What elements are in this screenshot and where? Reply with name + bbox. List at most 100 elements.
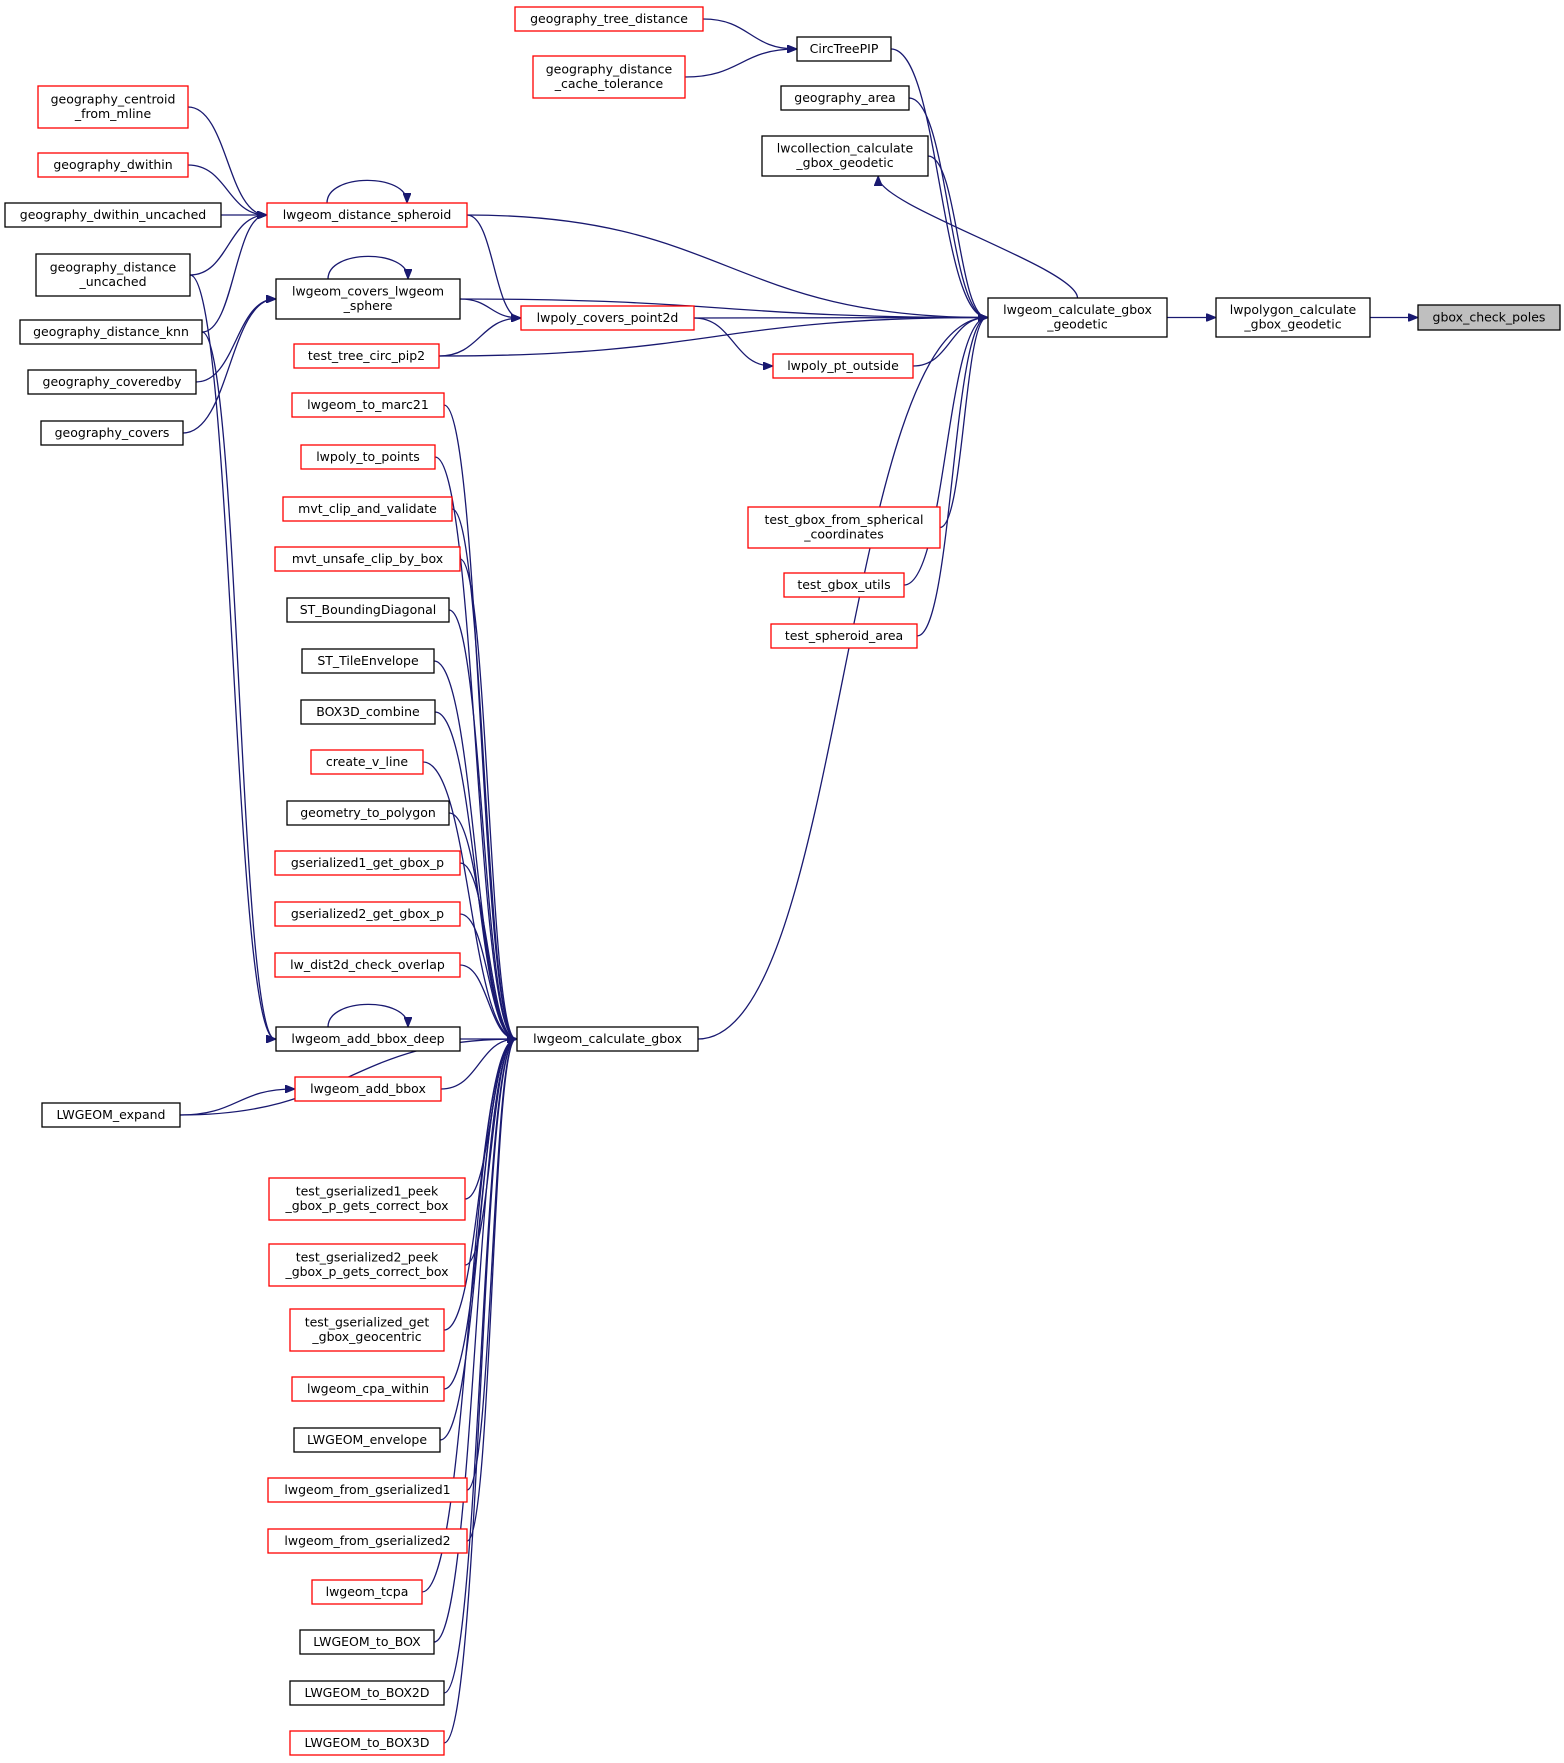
node-label: gserialized1_get_gbox_p [291,855,444,870]
node-geometry_to_polygon[interactable]: geometry_to_polygon [286,800,450,826]
node-BOX3D_combine[interactable]: BOX3D_combine [300,699,436,725]
node-box [772,353,914,379]
node-lwpoly_covers_point2d[interactable]: lwpoly_covers_point2d [520,305,695,331]
node-geography_distance_uncached[interactable]: geography_distance_uncached [35,253,191,297]
node-box [37,152,189,178]
node-lwgeom_cpa_within[interactable]: lwgeom_cpa_within [291,1376,445,1402]
node-geography_dwithin[interactable]: geography_dwithin [37,152,189,178]
edge-lwgeom_distance_spheroid-to-lwgeom_distance_spheroid [326,179,407,204]
node-geography_coveredby[interactable]: geography_coveredby [27,369,197,395]
node-box [41,1102,181,1128]
node-geography_tree_distance[interactable]: geography_tree_distance [514,6,704,32]
edge-geography_coveredby-to-lwgeom_covers_lwgeom_sphere [195,299,275,383]
node-LWGEOM_to_BOX[interactable]: LWGEOM_to_BOX [299,1629,435,1655]
node-geography_distance_knn[interactable]: geography_distance_knn [19,319,203,345]
node-lwgeom_distance_spheroid[interactable]: lwgeom_distance_spheroid [266,202,468,228]
node-lwgeom_calculate_gbox_geodetic[interactable]: lwgeom_calculate_gbox_geodetic [987,297,1168,338]
node-label: gserialized2_get_gbox_p [291,906,444,921]
node-box [4,202,222,228]
node-label: test_gbox_from_spherical [764,512,923,527]
node-geography_centroid_from_mline[interactable]: geography_centroid_from_mline [37,85,189,129]
node-mvt_unsafe_clip_by_box[interactable]: mvt_unsafe_clip_by_box [274,546,461,572]
edge-lwgeom_covers_lwgeom_sphere-to-lwgeom_calculate_gbox_geodetic [459,298,987,318]
node-LWGEOM_expand[interactable]: LWGEOM_expand [41,1102,181,1128]
node-test_tree_circ_pip2[interactable]: test_tree_circ_pip2 [293,343,440,369]
node-label: geography_dwithin_uncached [20,207,206,222]
node-test_gserialized1_peek[interactable]: test_gserialized1_peek_gbox_p_gets_corre… [268,1177,466,1221]
node-label: LWGEOM_expand [57,1107,166,1122]
node-ST_TileEnvelope[interactable]: ST_TileEnvelope [301,648,435,674]
node-box [291,1376,445,1402]
node-label: lwpoly_covers_point2d [537,310,679,325]
edge-geography_distance_knn-to-lwgeom_add_bbox_deep [201,331,275,1039]
node-CircTreePIP[interactable]: CircTreePIP [796,36,892,62]
node-box [268,1243,466,1287]
node-box [289,1308,445,1352]
node-label: create_v_line [326,754,408,769]
edge-geography_distance_knn-to-lwgeom_distance_spheroid [201,215,266,333]
edge-gserialized2_get_gbox_p-to-lwgeom_calculate_gbox [459,913,516,1039]
node-box [274,952,461,978]
node-test_spheroid_area[interactable]: test_spheroid_area [770,623,918,649]
node-label: test_gserialized1_peek [296,1184,439,1199]
node-label: geography_tree_distance [530,11,688,26]
node-lwgeom_add_bbox_deep[interactable]: lwgeom_add_bbox_deep [275,1026,461,1052]
node-geography_covers[interactable]: geography_covers [40,420,184,446]
node-box [282,496,453,522]
edge-lwgeom_covers_lwgeom_sphere-to-lwpoly_covers_point2d [459,298,520,318]
node-label: lwpoly_to_points [316,449,420,464]
node-LWGEOM_envelope[interactable]: LWGEOM_envelope [293,1427,441,1453]
node-LWGEOM_to_BOX3D[interactable]: LWGEOM_to_BOX3D [289,1730,445,1756]
node-box [1417,304,1561,331]
edge-test_spheroid_area-to-lwgeom_calculate_gbox_geodetic [916,318,987,637]
node-lwgeom_calculate_gbox[interactable]: lwgeom_calculate_gbox [516,1026,699,1052]
node-test_gserialized2_peek[interactable]: test_gserialized2_peek_gbox_p_gets_corre… [268,1243,466,1287]
node-label: lwgeom_tcpa [326,1584,409,1599]
node-lwcollection_calculate_gbox_geodetic[interactable]: lwcollection_calculate_gbox_geodetic [761,135,929,177]
node-box [275,278,461,320]
node-box [300,699,436,725]
node-label: geography_covers [55,425,170,440]
edge-LWGEOM_expand-to-lwgeom_add_bbox [179,1089,294,1116]
edge-test_gbox_utils-to-lwgeom_calculate_gbox_geodetic [903,318,987,586]
node-box [780,85,910,111]
node-box [294,1076,442,1102]
node-test_gserialized_get_gbox_geocentric[interactable]: test_gserialized_get_gbox_geocentric [289,1308,445,1352]
node-label: lwgeom_add_bbox_deep [291,1031,444,1046]
node-label: BOX3D_combine [316,704,420,719]
node-lwgeom_to_marc21[interactable]: lwgeom_to_marc21 [291,392,445,418]
node-mvt_clip_and_validate[interactable]: mvt_clip_and_validate [282,496,453,522]
node-box [299,1629,435,1655]
node-label: LWGEOM_to_BOX2D [305,1685,430,1700]
node-gserialized2_get_gbox_p[interactable]: gserialized2_get_gbox_p [274,901,461,927]
node-lwgeom_add_bbox[interactable]: lwgeom_add_bbox [294,1076,442,1102]
node-LWGEOM_to_BOX2D[interactable]: LWGEOM_to_BOX2D [289,1680,445,1706]
node-ST_BoundingDiagonal[interactable]: ST_BoundingDiagonal [286,597,450,623]
node-lwgeom_covers_lwgeom_sphere[interactable]: lwgeom_covers_lwgeom_sphere [275,278,461,320]
node-box [291,392,445,418]
node-gserialized1_get_gbox_p[interactable]: gserialized1_get_gbox_p [274,850,461,876]
node-test_gbox_from_spherical_coordinates[interactable]: test_gbox_from_spherical_coordinates [747,506,941,549]
node-box [514,6,704,32]
node-lwpoly_pt_outside[interactable]: lwpoly_pt_outside [772,353,914,379]
node-box [987,297,1168,338]
node-geography_area[interactable]: geography_area [780,85,910,111]
node-lwgeom_tcpa[interactable]: lwgeom_tcpa [311,1579,423,1605]
node-label: geography_distance [546,62,673,77]
node-gbox_check_poles[interactable]: gbox_check_poles [1417,304,1561,331]
node-create_v_line[interactable]: create_v_line [310,749,424,775]
node-geography_distance_cache_tolerance[interactable]: geography_distance_cache_tolerance [532,55,686,99]
node-lwgeom_from_gserialized2[interactable]: lwgeom_from_gserialized2 [267,1528,468,1554]
edge-lwgeom_calculate_gbox-to-lwgeom_calculate_gbox_geodetic [697,318,987,1040]
node-label: test_tree_circ_pip2 [308,348,425,363]
edge-ST_BoundingDiagonal-to-lwgeom_calculate_gbox [448,609,516,1039]
node-box [289,1730,445,1756]
node-geography_dwithin_uncached[interactable]: geography_dwithin_uncached [4,202,222,228]
node-lwpolygon_calculate_gbox_geodetic[interactable]: lwpolygon_calculate_gbox_geodetic [1215,297,1371,338]
node-lwpoly_to_points[interactable]: lwpoly_to_points [300,444,436,470]
node-lw_dist2d_check_overlap[interactable]: lw_dist2d_check_overlap [274,952,461,978]
node-test_gbox_utils[interactable]: test_gbox_utils [783,572,905,598]
node-lwgeom_from_gserialized1[interactable]: lwgeom_from_gserialized1 [267,1477,468,1503]
node-box [532,55,686,99]
node-label: _gbox_geodetic [1243,317,1341,332]
